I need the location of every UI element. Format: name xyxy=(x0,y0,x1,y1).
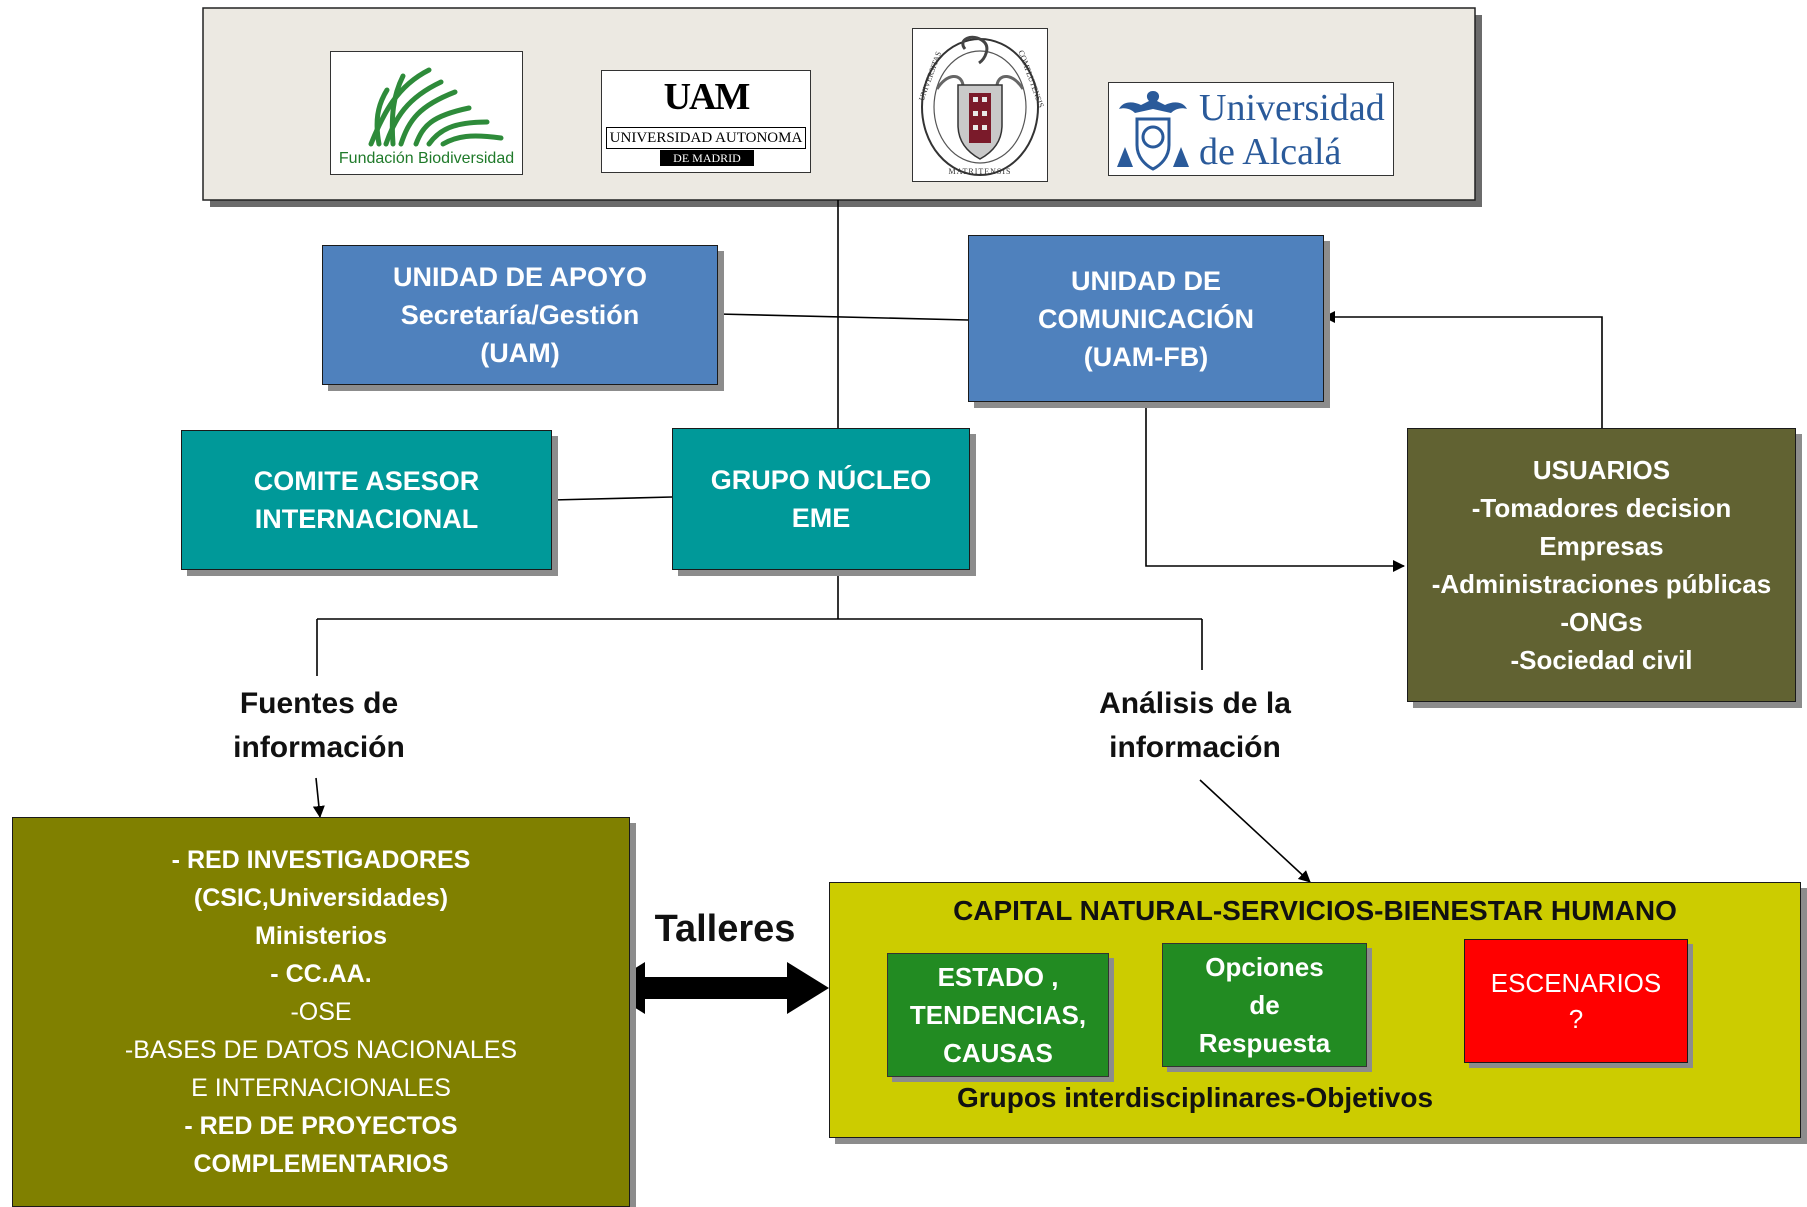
alcala-name-line2: de Alcalá xyxy=(1199,131,1342,173)
unidad-apoyo-box: UNIDAD DE APOYO Secretaría/Gestión (UAM) xyxy=(322,245,718,385)
fundacion-biodiversidad-logo: Fundación Biodiversidad xyxy=(330,51,523,175)
unidad-comunicacion-title2: COMUNICACIÓN xyxy=(1038,303,1254,334)
universidad-alcala-logo: Universidad de Alcalá xyxy=(1108,82,1394,176)
usuarios-item: -Tomadores decision xyxy=(1471,493,1732,523)
fuentes-item: - RED INVESTIGADORES xyxy=(171,846,471,874)
analisis-label: Análisis de la información xyxy=(1060,682,1330,770)
usuarios-box: USUARIOS -Tomadores decision Empresas -A… xyxy=(1407,428,1796,702)
opciones-line: de xyxy=(1249,990,1280,1020)
fuentes-item: - CC.AA. xyxy=(270,960,372,988)
talleres-label: Talleres xyxy=(654,908,796,950)
usuarios-item: -ONGs xyxy=(1560,607,1643,637)
fuentes-item: (CSIC,Universidades) xyxy=(193,884,449,912)
fuentes-item: COMPLEMENTARIOS xyxy=(193,1150,449,1178)
escenarios-line: ESCENARIOS xyxy=(1490,968,1662,998)
uam-logo: UAM UNIVERSIDAD AUTONOMA DE MADRID xyxy=(601,70,811,173)
fuentes-item: -BASES DE DATOS NACIONALES xyxy=(124,1036,518,1064)
fundacion-biodiversidad-text: Fundación Biodiversidad xyxy=(338,150,515,167)
grupo-nucleo-box: GRUPO NÚCLEO EME xyxy=(672,428,970,570)
usuarios-title: USUARIOS xyxy=(1532,455,1671,485)
fuentes-list-box: - RED INVESTIGADORES (CSIC,Universidades… xyxy=(12,817,630,1207)
complutense-ring-bottom: MATRITENSIS xyxy=(948,167,1012,176)
estado-line: CAUSAS xyxy=(943,1038,1053,1068)
capital-natural-footer: Grupos interdisciplinares-Objetivos xyxy=(956,1082,1434,1113)
comite-asesor-box: COMITE ASESOR INTERNACIONAL xyxy=(181,430,552,570)
capital-natural-title: CAPITAL NATURAL-SERVICIOS-BIENESTAR HUMA… xyxy=(953,895,1677,926)
estado-line: TENDENCIAS, xyxy=(909,1000,1087,1030)
alcala-crest-icon xyxy=(1117,91,1189,171)
opciones-line: Respuesta xyxy=(1198,1028,1331,1058)
comite-asesor-line1: COMITE ASESOR xyxy=(253,466,480,496)
usuarios-item: -Sociedad civil xyxy=(1510,645,1693,675)
uam-mark: UAM xyxy=(663,76,751,118)
arrow-comunicacion-to-usuarios xyxy=(1145,402,1405,572)
unidad-comunicacion-box: UNIDAD DE COMUNICACIÓN (UAM-FB) xyxy=(968,235,1324,402)
connector-comite-to-nucleo xyxy=(551,496,673,501)
estado-line: ESTADO , xyxy=(937,962,1059,992)
escenarios-box: ESCENARIOS ? xyxy=(1464,939,1688,1063)
fuentes-item: - RED DE PROYECTOS xyxy=(184,1112,458,1140)
capital-natural-box: CAPITAL NATURAL-SERVICIOS-BIENESTAR HUMA… xyxy=(829,882,1801,1138)
unidad-apoyo-subtitle: Secretaría/Gestión xyxy=(400,300,640,330)
usuarios-item: -Administraciones públicas xyxy=(1431,569,1772,599)
uam-city: DE MADRID xyxy=(660,150,754,166)
fuentes-item: -OSE xyxy=(290,998,352,1026)
analisis-label-line1: Análisis de la xyxy=(1099,687,1291,720)
opciones-box: Opciones de Respuesta xyxy=(1162,943,1367,1067)
fuentes-label-line1: Fuentes de xyxy=(239,687,399,720)
arrow-fuentes-down xyxy=(312,777,325,818)
complutense-seal-icon xyxy=(921,35,1039,176)
connector-lines xyxy=(312,200,1603,883)
grupo-nucleo-line1: GRUPO NÚCLEO xyxy=(710,465,932,495)
unidad-apoyo-org: (UAM) xyxy=(480,338,560,368)
fuentes-item: E INTERNACIONALES xyxy=(191,1074,451,1102)
unidad-comunicacion-org: (UAM-FB) xyxy=(1083,341,1209,372)
arrow-analisis-down xyxy=(1199,779,1311,883)
talleres-double-arrow xyxy=(603,962,829,1014)
escenarios-line: ? xyxy=(1568,1004,1584,1034)
alcala-name-line1: Universidad xyxy=(1199,87,1385,129)
unidad-comunicacion-title1: UNIDAD DE xyxy=(1070,265,1221,296)
uam-name: UNIVERSIDAD AUTONOMA xyxy=(606,127,806,149)
grupo-nucleo-line2: EME xyxy=(791,503,851,533)
opciones-line: Opciones xyxy=(1205,952,1324,982)
usuarios-item: Empresas xyxy=(1539,531,1664,561)
fuentes-label-line2: información xyxy=(233,731,405,764)
arrow-usuarios-to-comunicacion xyxy=(1323,311,1603,428)
complutense-logo: UNIVERSITAS COMPLUTENSIS MATRITENSIS xyxy=(912,28,1048,182)
comite-asesor-line2: INTERNACIONAL xyxy=(254,504,479,534)
estado-box: ESTADO , TENDENCIAS, CAUSAS xyxy=(887,953,1109,1077)
connector-apoyo-to-comunicacion xyxy=(717,313,969,321)
unidad-apoyo-title: UNIDAD DE APOYO xyxy=(392,262,648,292)
fuentes-item: Ministerios xyxy=(255,922,387,950)
grass-emblem-icon xyxy=(368,67,504,147)
fuentes-label: Fuentes de información xyxy=(186,682,452,770)
analisis-label-line2: información xyxy=(1109,731,1281,764)
